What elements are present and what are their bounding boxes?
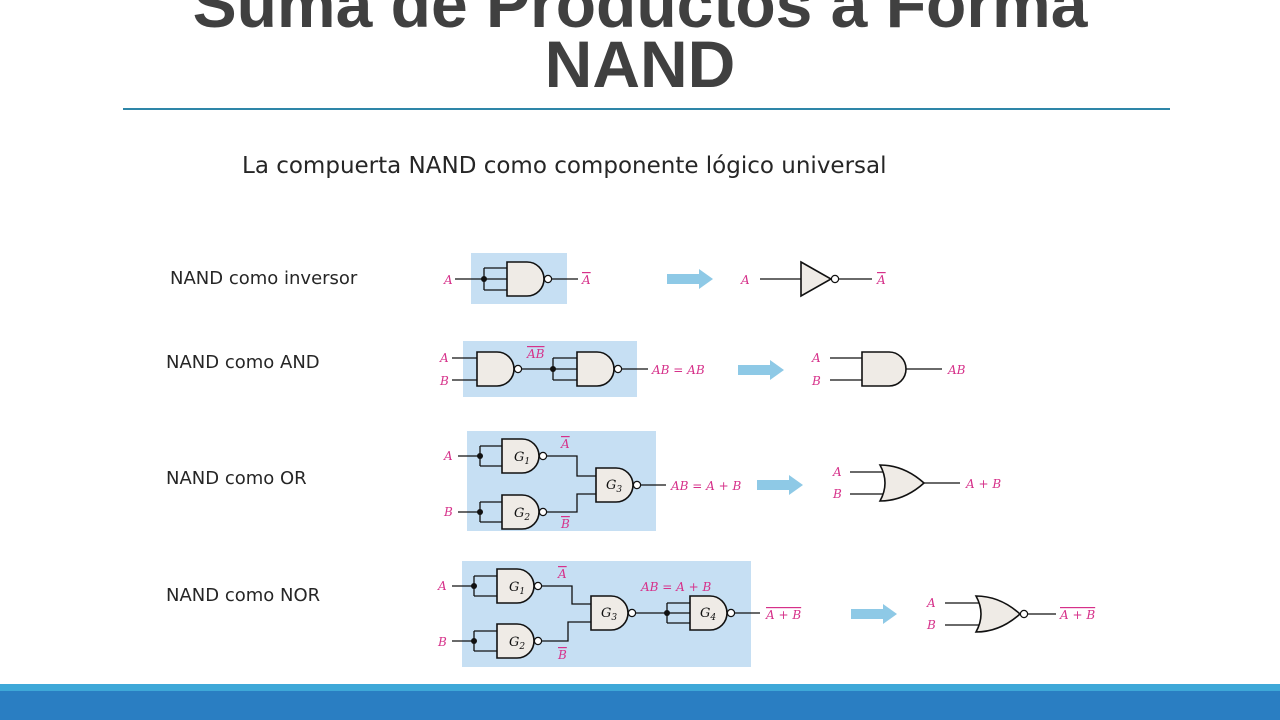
- nand-gate-g1: [501, 438, 548, 474]
- signal-input-b-eq: B: [926, 618, 936, 632]
- highlight-box-and: [463, 341, 637, 397]
- highlight-box-nor: [462, 561, 751, 667]
- nand-gate-g2: [496, 623, 543, 659]
- signal-input-b-eq: B: [811, 374, 821, 388]
- signal-input-a: A: [439, 351, 449, 365]
- arrow-icon: [667, 269, 713, 289]
- signal-input: A: [443, 273, 453, 287]
- diagram-nand-and: A B AB AB = AB A B AB: [439, 341, 966, 397]
- nand-gate: [506, 261, 553, 297]
- diagram-nand-nor: A B G1 G2 A B G3 AB = A + B G4 A + B A: [437, 561, 1095, 667]
- nand-gate-2: [576, 351, 623, 387]
- slide-title-line1: Suma de Productos a Forma: [192, 0, 1088, 41]
- and-gate: [861, 351, 907, 387]
- nor-gate: [975, 595, 1029, 633]
- arrow-icon: [851, 604, 897, 624]
- gate-label-g2: G2: [514, 506, 530, 523]
- footer-band: [0, 691, 1280, 720]
- signal-output-and: AB = AB: [651, 363, 705, 377]
- arrow-icon: [757, 475, 803, 495]
- nand-gate-g2: [501, 494, 548, 530]
- label-nand-inverter: NAND como inversor: [170, 268, 358, 289]
- signal-not-b: B: [557, 648, 567, 662]
- highlight-box-or: [467, 431, 656, 531]
- or-gate: [879, 464, 925, 502]
- gate-label-g3: G3: [606, 478, 622, 495]
- signal-output-or: AB = A + B: [670, 479, 742, 493]
- signal-not-a: A: [560, 437, 570, 451]
- label-nand-or: NAND como OR: [166, 468, 307, 489]
- label-nand-nor: NAND como NOR: [166, 585, 321, 606]
- diagram-nand-inverter: A A A A: [443, 253, 886, 304]
- signal-input-b: B: [443, 505, 453, 519]
- signal-output-or-eq: A + B: [965, 477, 1001, 491]
- signal-not-b: B: [560, 517, 570, 531]
- signal-mid-expression: AB = A + B: [640, 580, 712, 594]
- footer-accent-line: [0, 684, 1280, 691]
- nand-gate-g1: [496, 568, 543, 604]
- nand-gate-g4: [689, 595, 736, 631]
- gate-label-g1: G1: [514, 450, 530, 467]
- gate-label-g4: G4: [700, 606, 716, 623]
- signal-output: A: [581, 273, 591, 287]
- signal-input-b: B: [437, 635, 447, 649]
- signal-output-nor: A + B: [765, 608, 801, 622]
- nand-gate-g3: [595, 467, 642, 503]
- signal-input-not: A: [740, 273, 750, 287]
- gate-label-g1: G1: [509, 580, 525, 597]
- signal-input-a: A: [443, 449, 453, 463]
- signal-not-a: A: [557, 567, 567, 581]
- diagram-nand-or: A B G1 G2 A B G3 AB = A + B A B A + B: [443, 431, 1001, 531]
- signal-input-a-eq: A: [832, 465, 842, 479]
- signal-input-a: A: [437, 579, 447, 593]
- signal-intermediate: AB: [526, 347, 545, 361]
- signal-output-and-eq: AB: [947, 363, 966, 377]
- label-nand-and: NAND como AND: [166, 352, 320, 373]
- signal-input-b-eq: B: [832, 487, 842, 501]
- signal-input-a-eq: A: [926, 596, 936, 610]
- gate-label-g2: G2: [509, 635, 525, 652]
- arrow-icon: [738, 360, 784, 380]
- slide-title-line2: NAND: [544, 27, 736, 101]
- signal-input-b: B: [439, 374, 449, 388]
- signal-output-nor-eq: A + B: [1059, 608, 1095, 622]
- slide-subtitle: La compuerta NAND como componente lógico…: [242, 153, 887, 179]
- nand-gate-1: [476, 351, 523, 387]
- not-gate: [800, 261, 840, 297]
- nand-gate-g3: [590, 595, 637, 631]
- slide-title: Suma de Productos a Forma NAND: [0, 0, 1280, 101]
- signal-output-not: A: [876, 273, 886, 287]
- gate-label-g3: G3: [601, 606, 617, 623]
- signal-input-a-eq: A: [811, 351, 821, 365]
- title-divider: [123, 108, 1170, 110]
- highlight-box-inverter: [471, 253, 567, 304]
